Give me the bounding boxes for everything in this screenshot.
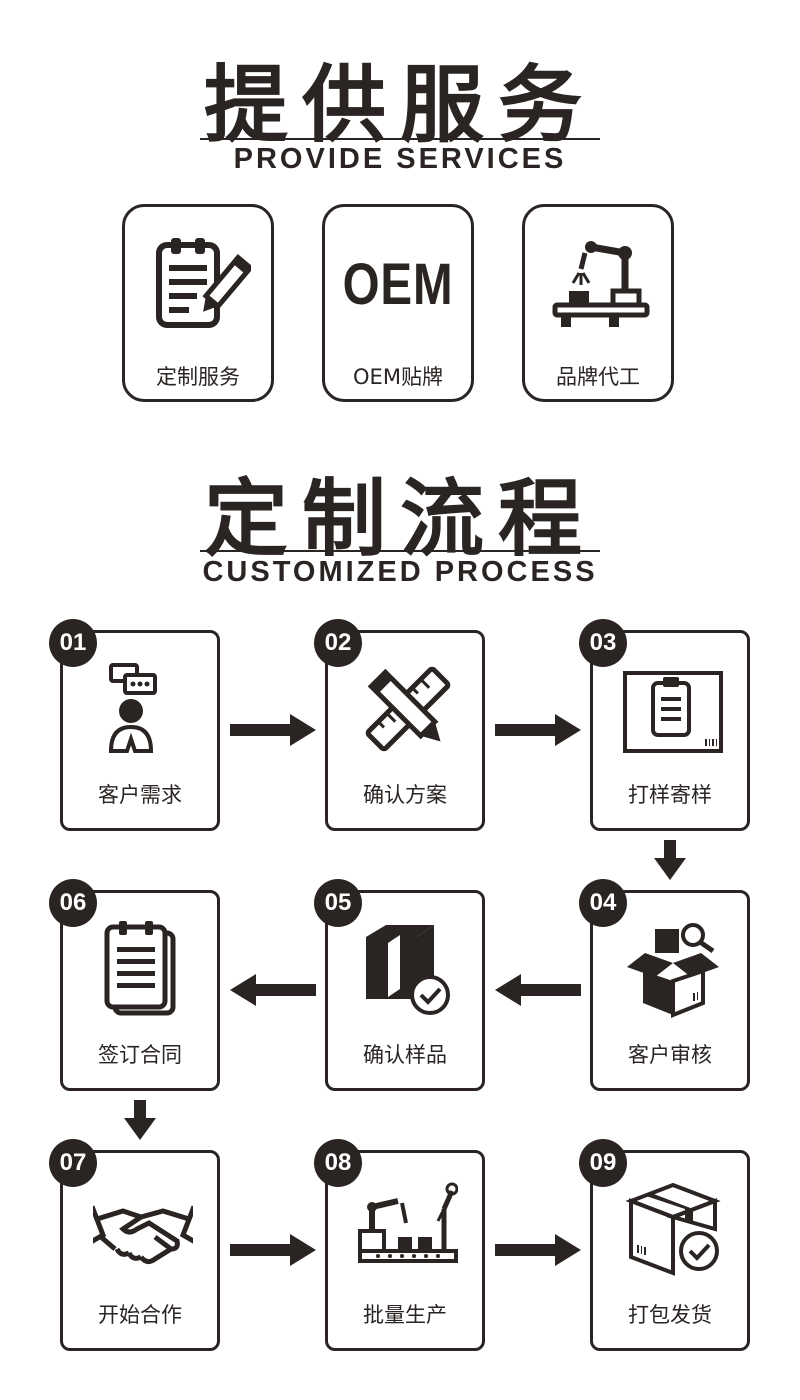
step-number: 07 [49, 1139, 97, 1187]
robot-arm-icon [552, 241, 650, 327]
step-label: 确认方案 [363, 783, 447, 807]
service-label: OEM贴牌 [353, 365, 443, 389]
step-label: 确认样品 [363, 1043, 447, 1067]
process-step-07: 07 开始合作 [49, 1139, 220, 1351]
package-check-icon [625, 1182, 721, 1276]
arrow-right-icon [495, 714, 581, 746]
step-number: 08 [314, 1139, 362, 1187]
step-label: 开始合作 [98, 1303, 182, 1327]
arrow-left-icon [230, 974, 316, 1006]
step-number: 02 [314, 619, 362, 667]
service-card-oem: OEM OEM贴牌 [322, 204, 474, 402]
step-label: 客户需求 [98, 783, 182, 807]
handshake-icon [93, 1205, 193, 1265]
cube-check-icon [366, 925, 450, 1015]
process-title: 定制流程 [203, 470, 596, 568]
step-number: 06 [49, 879, 97, 927]
customer-chat-icon [108, 663, 157, 753]
step-number: 01 [49, 619, 97, 667]
step-number: 03 [579, 619, 627, 667]
process-step-08: 08 批量生产 [314, 1139, 485, 1351]
arrow-down-icon [654, 840, 686, 880]
production-line-icon [358, 1182, 458, 1263]
arrow-right-icon [230, 714, 316, 746]
process-step-03: 03 打样寄样 [579, 619, 750, 831]
arrow-right-icon [495, 1234, 581, 1266]
ruler-pencil-icon [365, 666, 451, 752]
service-label: 定制服务 [156, 365, 240, 389]
arrow-right-icon [230, 1234, 316, 1266]
step-label: 打样寄样 [628, 783, 712, 807]
step-label: 打包发货 [628, 1303, 712, 1327]
step-label: 签订合同 [98, 1043, 182, 1067]
service-label: 品牌代工 [556, 365, 640, 389]
contract-icon [104, 921, 176, 1016]
open-box-inspect-icon [627, 923, 719, 1018]
step-number: 09 [579, 1139, 627, 1187]
services-subtitle: PROVIDE SERVICES [233, 143, 567, 175]
process-title-rule [200, 550, 600, 552]
process-step-05: 05 确认样品 [314, 879, 485, 1091]
process-step-06: 06 签订合同 [49, 879, 220, 1091]
step-number: 04 [579, 879, 627, 927]
process-step-02: 02 确认方案 [314, 619, 485, 831]
step-label: 批量生产 [363, 1303, 447, 1327]
arrow-down-icon [124, 1100, 156, 1140]
checklist-pencil-icon [156, 238, 251, 328]
services-title: 提供服务 [203, 56, 596, 154]
clipboard-box-icon [623, 671, 723, 753]
service-card-brand: 品牌代工 [522, 204, 674, 402]
process-step-01: 01 客户需求 [49, 619, 220, 831]
process-step-04: 04 客户审核 [579, 879, 750, 1091]
step-number: 05 [314, 879, 362, 927]
service-card-custom: 定制服务 [122, 204, 274, 402]
process-subtitle: CUSTOMIZED PROCESS [202, 556, 598, 588]
process-step-09: 09 打包发货 [579, 1139, 750, 1351]
step-label: 客户审核 [628, 1043, 712, 1067]
arrow-left-icon [495, 974, 581, 1006]
services-title-rule [200, 138, 600, 140]
oem-text-icon: OEM [342, 252, 454, 317]
